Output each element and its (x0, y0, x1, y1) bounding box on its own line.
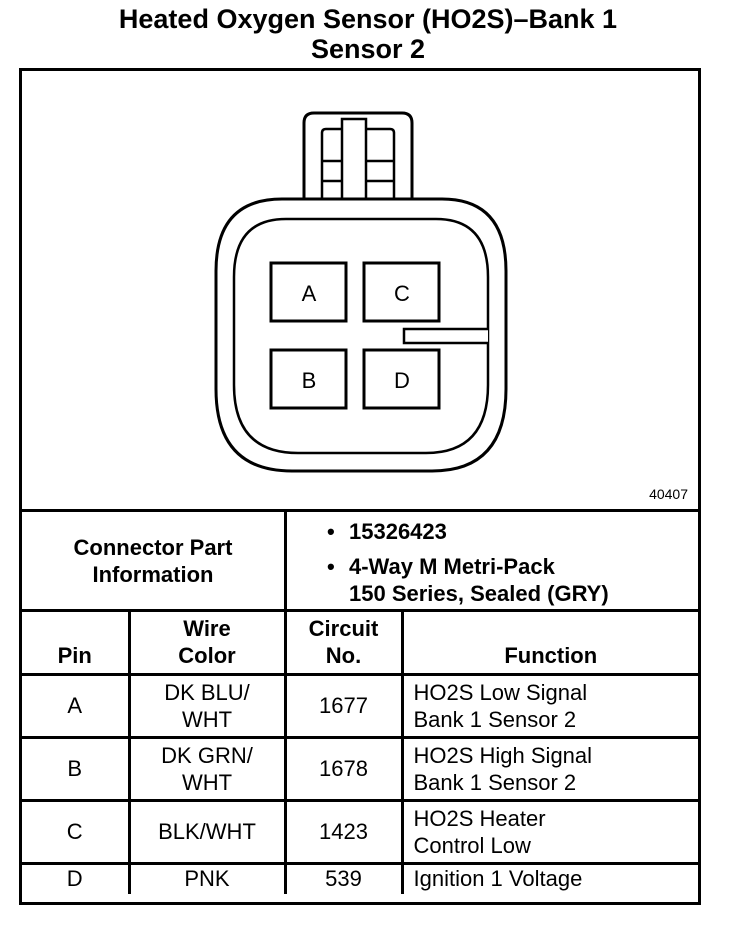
connector-diagram: A C B D 40407 (22, 71, 698, 512)
cell-pin: A (22, 672, 131, 739)
table-header-row: Pin Wire Color Circuit No. Function (22, 612, 698, 676)
connector-info-list: 15326423 4-Way M Metri-Pack 150 Series, … (327, 518, 609, 615)
pin-cavity-a (269, 261, 348, 323)
cell-wire-color: PNK (127, 861, 287, 894)
cell-wire-color: DK GRN/WHT (127, 735, 287, 802)
pin-label-d: D (394, 368, 410, 393)
connector-part-info: Connector Part Information 15326423 4-Wa… (22, 512, 698, 612)
title-line-2: Sensor 2 (310, 34, 426, 64)
cell-pin: D (22, 861, 131, 894)
connector-info-label: Connector Part Information (22, 512, 287, 609)
cell-circuit: 539 (283, 861, 404, 894)
cell-pin: B (22, 735, 131, 802)
cell-circuit: 1677 (283, 672, 404, 739)
cell-wire-color: BLK/WHT (127, 798, 287, 865)
cell-circuit: 1423 (283, 798, 404, 865)
cell-circuit: 1678 (283, 735, 404, 802)
connector-description: 4-Way M Metri-Pack 150 Series, Sealed (G… (327, 553, 609, 607)
header-circuit: Circuit No. (283, 612, 404, 676)
pin-cavity-c (362, 261, 441, 323)
connector-sheet: A C B D 40407 Connector Part Information… (19, 68, 701, 905)
cell-function: Ignition 1 Voltage (400, 861, 698, 894)
title-line-1: Heated Oxygen Sensor (HO2S)–Bank 1 (118, 4, 618, 34)
figure-number: 40407 (649, 486, 688, 502)
cell-pin: C (22, 798, 131, 865)
connector-body-inner (232, 217, 490, 455)
connector-drawing: A C B D (214, 111, 508, 473)
connector-part-number: 15326423 (327, 518, 609, 545)
pin-label-c: C (394, 281, 410, 306)
pin-cavity-d (362, 348, 441, 410)
header-function: Function (400, 612, 698, 676)
pin-table: Pin Wire Color Circuit No. Function A DK… (22, 612, 698, 894)
header-pin: Pin (22, 612, 131, 676)
pin-cavity-b (269, 348, 348, 410)
pin-label-a: A (302, 281, 317, 306)
header-wire-color: Wire Color (127, 612, 287, 676)
connector-info-label-line-2: Information (92, 561, 214, 587)
connector-info-label-line-1: Connector Part (73, 534, 233, 560)
connector-key-notch (402, 327, 488, 345)
page-title: Heated Oxygen Sensor (HO2S)–Bank 1 Senso… (0, 4, 736, 64)
table-row: D PNK 539 Ignition 1 Voltage (22, 861, 698, 894)
pin-label-b: B (302, 368, 317, 393)
cell-wire-color: DK BLU/WHT (127, 672, 287, 739)
